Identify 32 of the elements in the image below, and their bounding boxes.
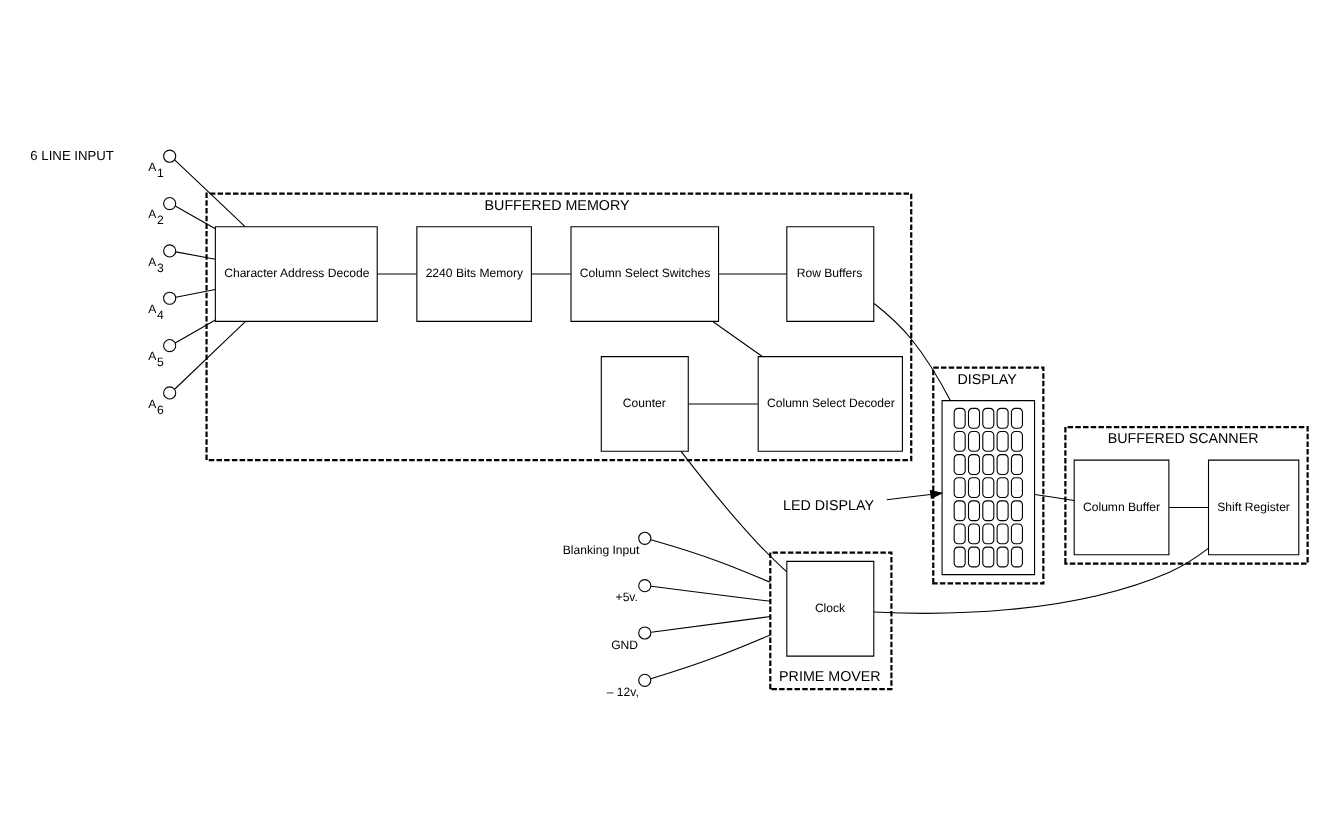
connector <box>687 403 759 405</box>
connector <box>873 547 1209 614</box>
node-picture <box>941 400 1036 576</box>
connector <box>712 321 763 358</box>
connector <box>531 273 572 275</box>
node-circle <box>163 291 177 305</box>
connector <box>1168 506 1210 508</box>
connector <box>174 321 246 390</box>
node-circle <box>638 626 652 640</box>
connector <box>175 251 216 260</box>
connector <box>650 616 771 633</box>
node-circle <box>163 196 177 211</box>
connector <box>873 302 951 402</box>
connector <box>650 585 771 602</box>
connector <box>650 634 771 680</box>
arrow <box>886 489 944 501</box>
connector <box>650 539 771 583</box>
connector <box>175 289 216 298</box>
node-circle <box>638 673 652 687</box>
connector <box>718 273 788 275</box>
connector <box>680 450 788 573</box>
connector <box>174 319 216 344</box>
node-circle <box>163 149 177 163</box>
connector <box>174 205 216 230</box>
node-circle <box>638 579 652 593</box>
connector <box>376 273 418 275</box>
node-circle <box>163 244 177 258</box>
connector <box>174 159 246 228</box>
node-circle <box>163 386 177 400</box>
connector <box>1034 493 1075 501</box>
node-circle <box>163 339 177 353</box>
node-circle <box>638 531 652 545</box>
